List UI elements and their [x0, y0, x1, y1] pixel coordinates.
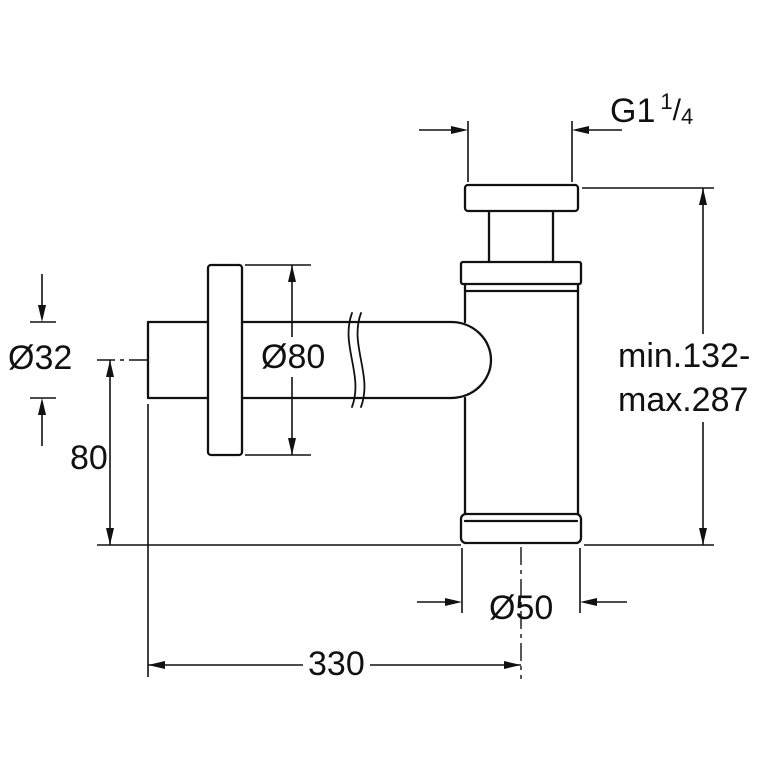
pipe-dim-lines: [30, 274, 56, 446]
arrow-pipe-top: [38, 305, 46, 322]
trap-body-outline: [459, 183, 583, 545]
body-sides: [463, 282, 580, 516]
arrow-pipe-bottom: [38, 398, 46, 415]
inlet-pipe: [146, 320, 453, 400]
arrow-body-right: [580, 598, 597, 606]
arrow-offset-top: [106, 360, 114, 377]
dimension-lines: [30, 121, 714, 677]
overall-length-label: 330: [303, 644, 370, 684]
thread-dim-lines: [419, 121, 622, 182]
arrow-range-bottom: [699, 528, 707, 545]
body-diameter-label: Ø50: [489, 589, 554, 627]
body-dim-lines: [417, 548, 627, 613]
arrow-length-left: [148, 661, 165, 669]
thread-fraction-slash: /: [672, 94, 681, 127]
outlet-height-label: 80: [70, 439, 108, 477]
arrow-offset-bottom: [106, 528, 114, 545]
arrow-thread-left: [451, 126, 468, 134]
break-marks: [347, 312, 366, 408]
arrow-flange-bottom: [288, 438, 296, 455]
arrow-range-top: [699, 188, 707, 205]
height-range-max: max.287: [618, 381, 749, 419]
dimension-arrows: [38, 126, 707, 669]
thread-fraction-numerator: 1: [660, 89, 673, 114]
inlet-pipe-outline: [146, 320, 493, 400]
arrow-body-left: [445, 598, 462, 606]
pipe-diameter-label: Ø32: [8, 339, 73, 377]
thread-fraction-denominator: 4: [680, 104, 694, 129]
height-range-label: min.132- max.287: [613, 334, 756, 422]
arrow-thread-right: [572, 126, 589, 134]
break-mark-left: [347, 312, 357, 408]
height-range-min: min.132-: [618, 337, 751, 375]
arrow-length-right: [504, 661, 521, 669]
centerlines: [97, 359, 522, 679]
wall-flange: [206, 263, 244, 457]
pipe-end-curve: [449, 320, 493, 400]
arrow-flange-top: [288, 265, 296, 282]
upper-collar: [459, 260, 583, 286]
neck: [487, 209, 555, 264]
thread-g-text: G1: [610, 92, 656, 130]
bottom-cap: [459, 512, 583, 545]
top-flange: [463, 183, 580, 213]
break-mark-right: [356, 312, 366, 408]
wall-flange-outline: [206, 263, 244, 457]
flange-diameter-label: Ø80: [256, 337, 331, 377]
